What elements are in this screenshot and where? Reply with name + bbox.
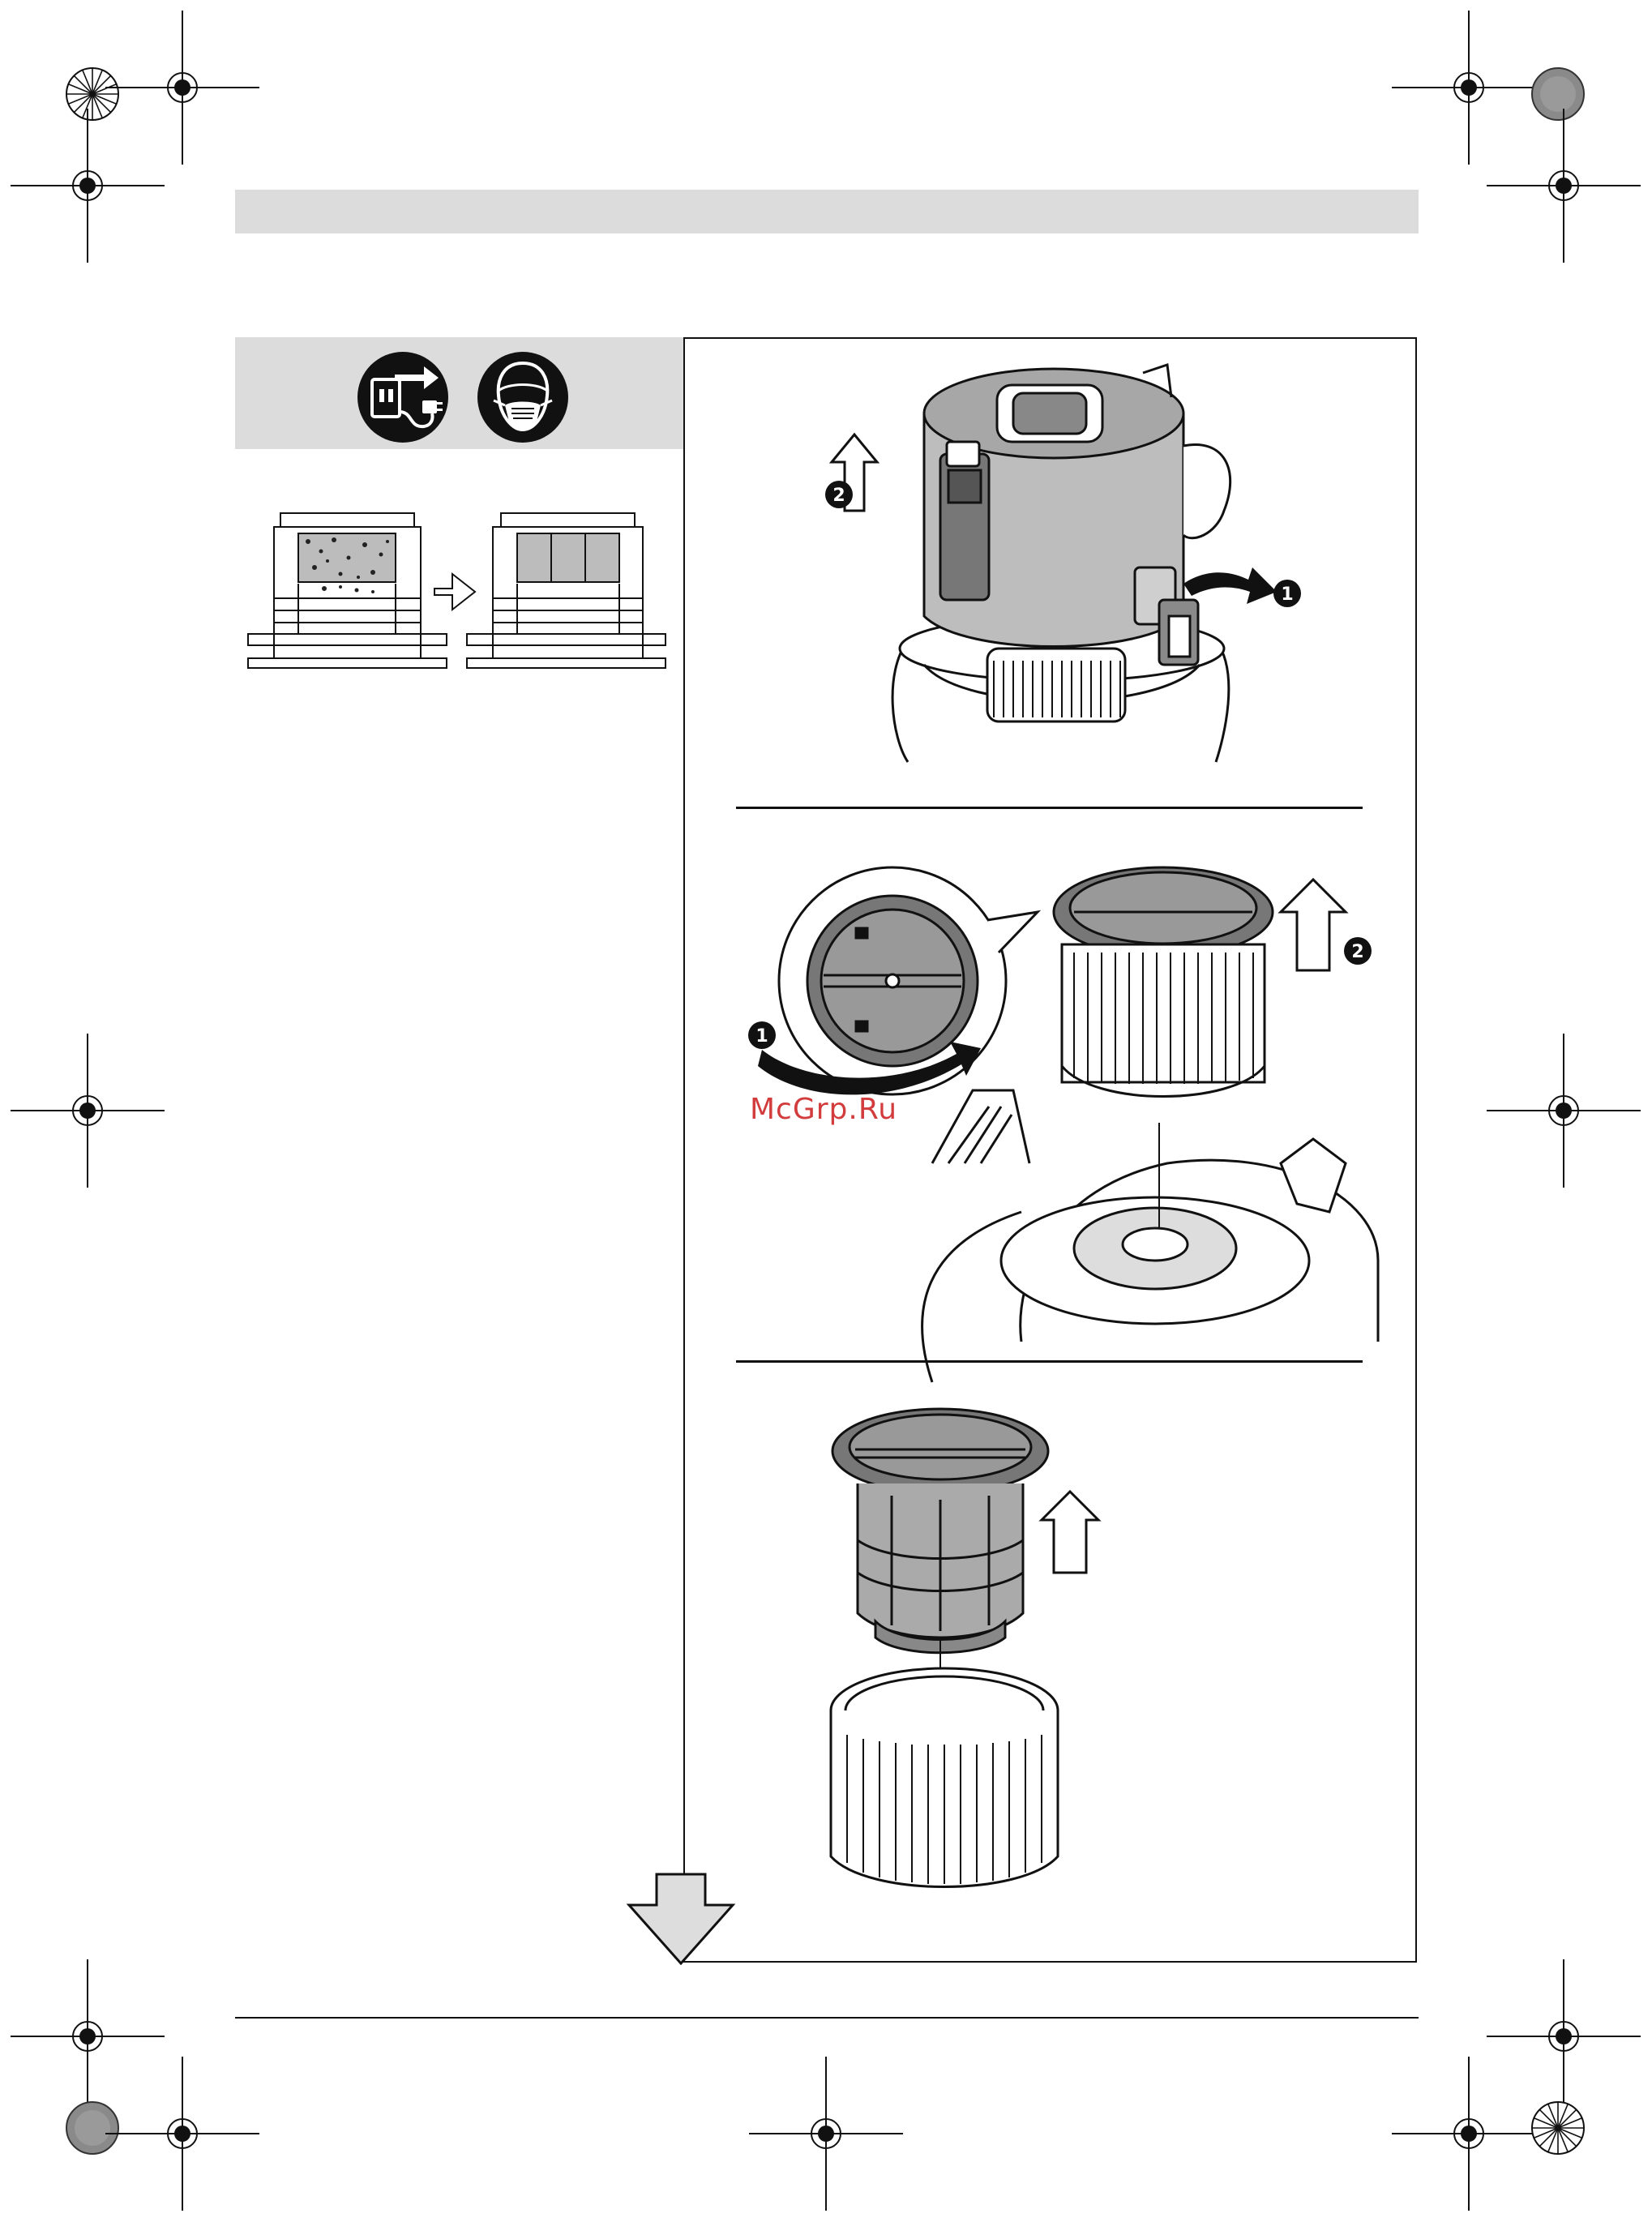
arrow-up-icon	[1042, 1492, 1098, 1573]
header-bar	[235, 190, 1419, 233]
footer-rule	[235, 2017, 1419, 2019]
arrow-up-icon	[1281, 880, 1346, 970]
dust-mask-icon	[476, 350, 570, 444]
arrow-pull-right-icon	[1183, 567, 1277, 604]
step-c-separate-filter-illustration	[819, 1378, 1175, 1913]
callout-label-1: 1	[755, 1026, 768, 1047]
safety-icon-panel	[235, 337, 683, 449]
callout-label-2: 2	[1351, 942, 1363, 962]
arrow-right-icon	[434, 574, 475, 610]
unplug-power-icon	[356, 350, 450, 444]
step-a-remove-head-illustration: 2 1	[802, 349, 1329, 770]
step-divider	[736, 807, 1363, 809]
watermark: McGrp.Ru	[750, 1093, 897, 1126]
clean-filter	[467, 513, 666, 668]
continue-arrow-icon	[624, 1873, 738, 1967]
dirty-filter	[248, 513, 447, 668]
step-b-unlock-filter-illustration: 1 2	[713, 823, 1386, 1342]
dirty-to-clean-filter-illustration	[243, 509, 673, 671]
callout-label-1: 1	[1281, 584, 1293, 605]
step-divider	[736, 1360, 1363, 1363]
callout-label-2: 2	[832, 486, 845, 506]
